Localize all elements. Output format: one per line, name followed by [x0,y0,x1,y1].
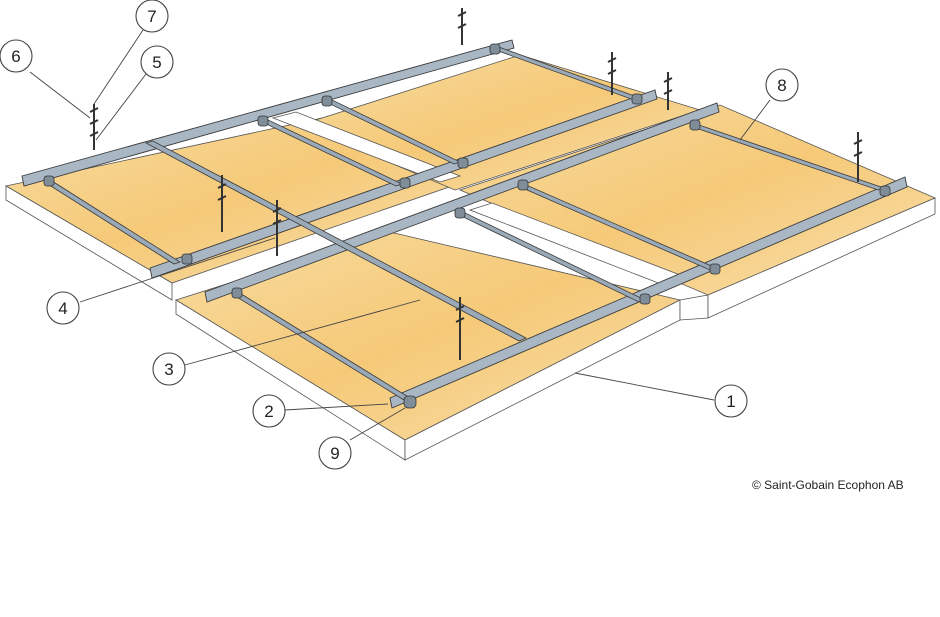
callout-4: 4 [46,291,80,325]
hanger-rod [272,200,282,256]
hangers [89,8,863,360]
cross-profiles [45,45,886,401]
callout-9-number: 9 [330,444,339,463]
callout-8: 8 [765,68,799,102]
hanger-rod [853,132,863,182]
hanger-rod [607,52,617,95]
leader-line-8 [739,99,771,141]
panel-back-left-edge [5,185,173,301]
ceiling-panels [4,54,937,461]
callout-9: 9 [318,436,352,470]
main-profile [204,102,720,303]
leader-line-2 [284,403,389,411]
panel-joint-strip [271,111,462,183]
leader-line-9 [349,407,406,441]
leader-line-6 [29,71,91,119]
hanger-rod [455,297,465,360]
callout-6-number: 6 [11,47,20,66]
copyright-notice: © Saint-Gobain Ecophon AB [752,478,904,492]
panel-front-left [175,231,682,441]
hanger-rod [457,8,467,45]
callout-1-number: 1 [726,392,735,411]
main-profile [389,176,908,409]
callout-3-number: 3 [164,360,173,379]
leader-line-4 [79,237,276,303]
callout-8-number: 8 [777,76,786,95]
callout-1: 1 [714,384,748,418]
callout-2: 2 [252,394,286,428]
leader-line-7 [93,29,144,105]
leader-lines [29,29,771,441]
panel-front-right-edge-left [679,294,709,321]
callout-4-number: 4 [58,299,67,318]
hanger-rod [663,72,673,110]
leader-line-3 [184,299,421,366]
leader-line-5 [95,73,147,141]
callout-3: 3 [152,352,186,386]
callouts: 1 2 3 4 5 6 7 8 [0,0,799,470]
callout-5: 5 [140,45,174,79]
hanger-rod [217,175,227,232]
hanger-rod [89,104,99,150]
callout-6: 6 [0,39,33,73]
callout-7-number: 7 [147,7,156,26]
leader-line-1 [574,372,715,401]
callout-5-number: 5 [152,53,161,72]
panel-front-right-edge-right [707,197,936,319]
clips [43,43,891,409]
cross-profile [144,140,527,342]
main-profile [21,39,515,187]
callout-2-number: 2 [264,402,273,421]
callout-7: 7 [135,0,169,33]
